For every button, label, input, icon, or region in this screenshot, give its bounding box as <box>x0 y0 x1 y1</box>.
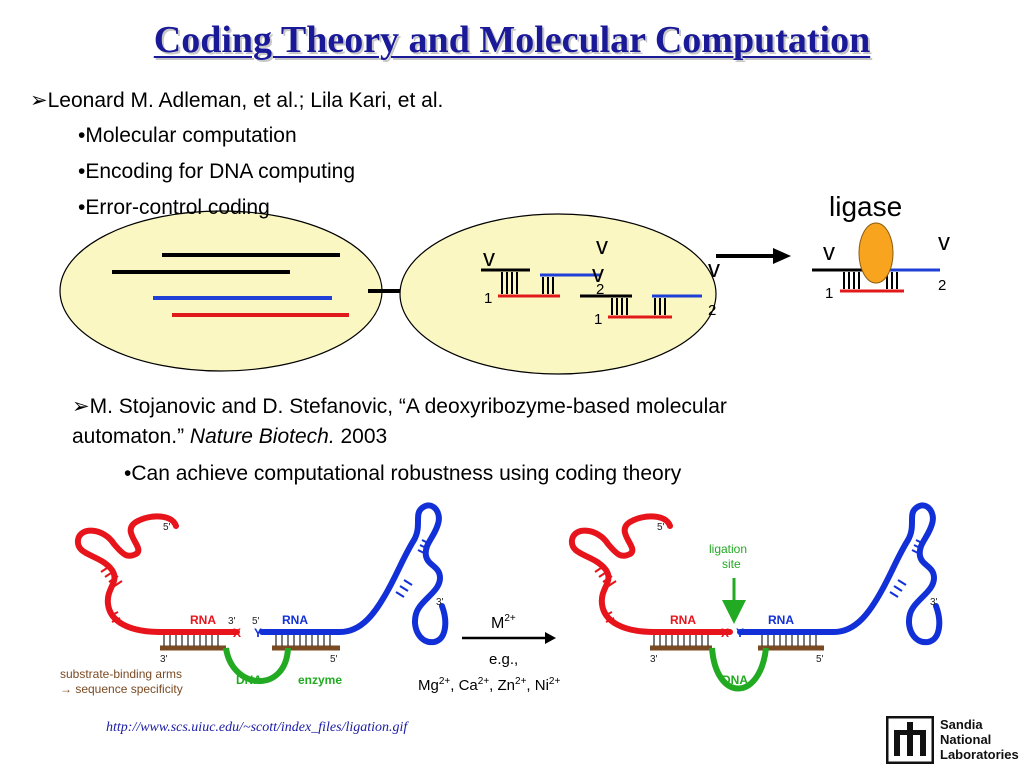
dna-label: DNA <box>722 673 748 687</box>
prime-label: 5' <box>657 522 665 533</box>
dot-bullet-icon: • <box>78 196 86 219</box>
substrate-label: → sequence specificity <box>60 682 183 696</box>
rna-label: RNA <box>190 613 216 627</box>
sub-bullet-text: Error-control coding <box>85 196 270 219</box>
v-label: v <box>938 229 950 256</box>
section2-heading: M. Stojanovic and D. Stefanovic, “A deox… <box>89 395 727 418</box>
v-label: v <box>596 233 608 260</box>
sandia-thunderbird-icon <box>886 716 934 764</box>
arrow-bullet-icon: ➢ <box>72 395 90 418</box>
journal-name: Nature Biotech. <box>189 425 335 448</box>
dot-bullet-icon: • <box>78 160 86 183</box>
dna-label: DNA <box>236 673 262 687</box>
ions-label: Mg2+, Ca2+, Zn2+, Ni2+ <box>418 676 560 694</box>
ligase-label: ligase <box>829 191 902 222</box>
v-sub: 1 <box>484 290 492 307</box>
strand-pool-ellipse <box>59 210 383 372</box>
red-rna-strand <box>569 513 733 635</box>
bullet-2: ➢M. Stojanovic and D. Stefanovic, “A deo… <box>72 394 727 419</box>
sub-bullet-text: Molecular computation <box>85 124 297 147</box>
ligation-site-label: ligation <box>709 542 747 556</box>
enzyme-label: enzyme <box>298 673 342 687</box>
slide-title: Coding Theory and Molecular Computation <box>153 19 871 61</box>
substrate-label: substrate-binding arms <box>60 667 182 681</box>
prime-label: 3' <box>228 616 236 627</box>
sandia-logo: Sandia National Laboratories <box>886 716 1022 766</box>
rna-label: RNA <box>768 613 794 627</box>
prime-label: 5' <box>330 654 338 665</box>
v-sub: 1 <box>825 285 833 302</box>
logo-line: National <box>940 732 992 747</box>
dna-enzyme-loop <box>709 647 769 692</box>
blue-rna-strand <box>737 502 943 646</box>
y-mark: Y <box>736 626 744 640</box>
citation-year: 2003 <box>334 425 388 448</box>
bullet-1: ➢Leonard M. Adleman, et al.; Lila Kari, … <box>30 88 443 113</box>
svg-text:M2+: M2+ <box>491 613 516 632</box>
v-sub: 2 <box>938 277 946 294</box>
sub-bullet-text: Encoding for DNA computing <box>85 160 356 183</box>
prime-label: 5' <box>252 616 260 627</box>
sub-bullet: •Error-control coding <box>78 196 270 220</box>
prime-label: 3' <box>650 654 658 665</box>
arrow-head <box>773 248 791 264</box>
v-sub: 2 <box>708 302 716 319</box>
sub-bullet-text: Can achieve computational robustness usi… <box>131 462 682 485</box>
dot-bullet-icon: • <box>78 124 86 147</box>
prime-label: 3' <box>930 597 938 608</box>
source-url[interactable]: http://www.scs.uiuc.edu/~scott/index_fil… <box>106 720 408 735</box>
blue-rna-strand <box>259 502 449 646</box>
v-label: v <box>823 239 835 266</box>
logo-line: Laboratories <box>940 747 1019 762</box>
red-rna-strand <box>75 513 240 635</box>
dot-bullet-icon: • <box>124 462 132 485</box>
hybrid-ellipse <box>399 213 717 375</box>
prime-label: 5' <box>816 654 824 665</box>
arrow-bullet-icon: ➢ <box>30 89 48 112</box>
v-label: v <box>592 261 604 288</box>
dna-enzyme-loop <box>223 647 291 684</box>
v-label: v <box>483 245 495 272</box>
rna-label: RNA <box>670 613 696 627</box>
sub-bullet: •Molecular computation <box>78 124 297 148</box>
rna-label: RNA <box>282 613 308 627</box>
sub-bullet: •Can achieve computational robustness us… <box>124 462 681 486</box>
logo-line: Sandia <box>940 717 983 732</box>
logo-text: Sandia National Laboratories <box>940 717 1019 762</box>
y-mark: Y <box>254 626 262 640</box>
ligation-diagram: ligase v 1 v v 2 1 v 2 v 1 v 2 <box>59 191 950 375</box>
ligase-enzyme <box>858 222 894 284</box>
eg-label: e.g., <box>489 651 518 668</box>
prime-label: 3' <box>160 654 168 665</box>
v-sub: 2 <box>596 281 604 298</box>
v-label: v <box>708 256 720 283</box>
v-sub: 1 <box>594 311 602 328</box>
x-mark: X <box>233 626 241 640</box>
citation-text: automaton.” <box>72 425 190 448</box>
prime-label: 5' <box>163 522 171 533</box>
section1-heading: Leonard M. Adleman, et al.; Lila Kari, e… <box>47 89 444 112</box>
prime-label: 3' <box>436 597 444 608</box>
x-mark: X <box>721 626 729 640</box>
ligation-site-label: site <box>722 557 741 571</box>
bullet-2-continued: automaton.” Nature Biotech. 2003 <box>72 425 387 449</box>
deoxyribozyme-diagram: 5' 3' 5' 3' 3' 5' RNA RNA X Y DNA enzyme… <box>60 502 943 696</box>
sub-bullet: •Encoding for DNA computing <box>78 160 355 184</box>
